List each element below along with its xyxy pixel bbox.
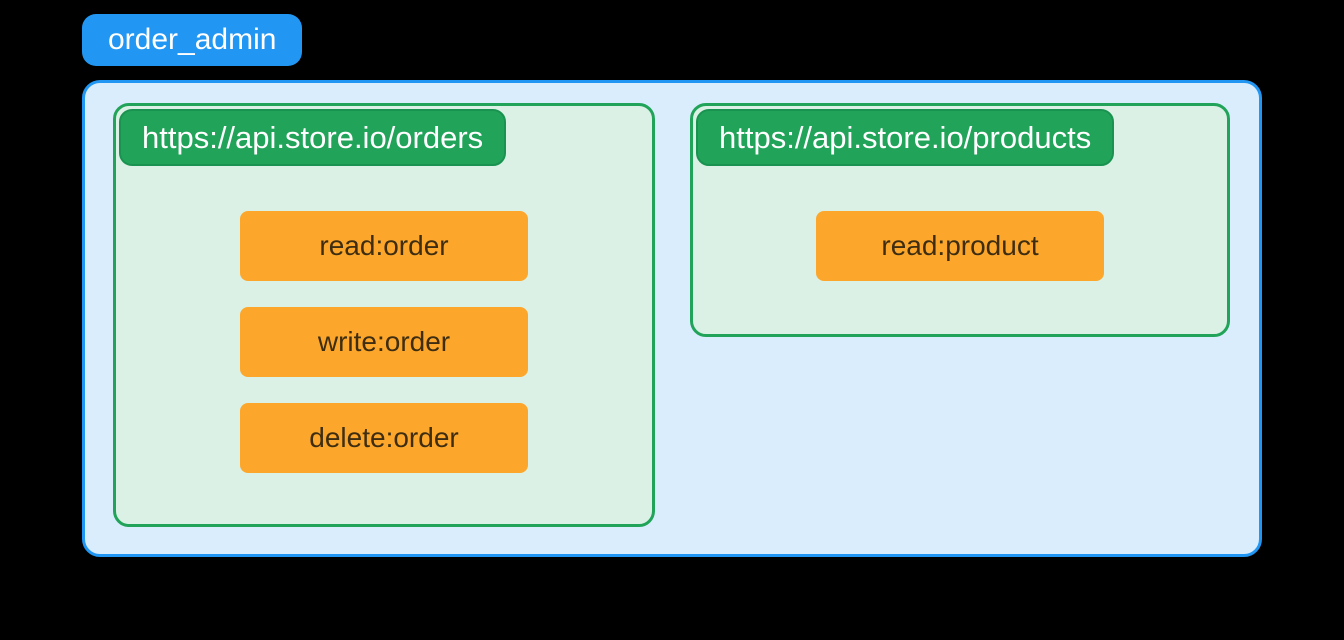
resource-url-badge: https://api.store.io/orders (119, 109, 507, 166)
resource-card-products: https://api.store.io/products read:produ… (690, 103, 1230, 337)
resource-card-orders: https://api.store.io/orders read:order w… (113, 103, 655, 527)
scope-pill: read:order (240, 211, 528, 281)
scope-pill: read:product (816, 211, 1104, 281)
role-permissions-container: https://api.store.io/orders read:order w… (82, 80, 1262, 557)
scope-pill: delete:order (240, 403, 528, 473)
scope-pill: write:order (240, 307, 528, 377)
resource-url-badge: https://api.store.io/products (696, 109, 1115, 166)
role-badge: order_admin (82, 14, 303, 66)
